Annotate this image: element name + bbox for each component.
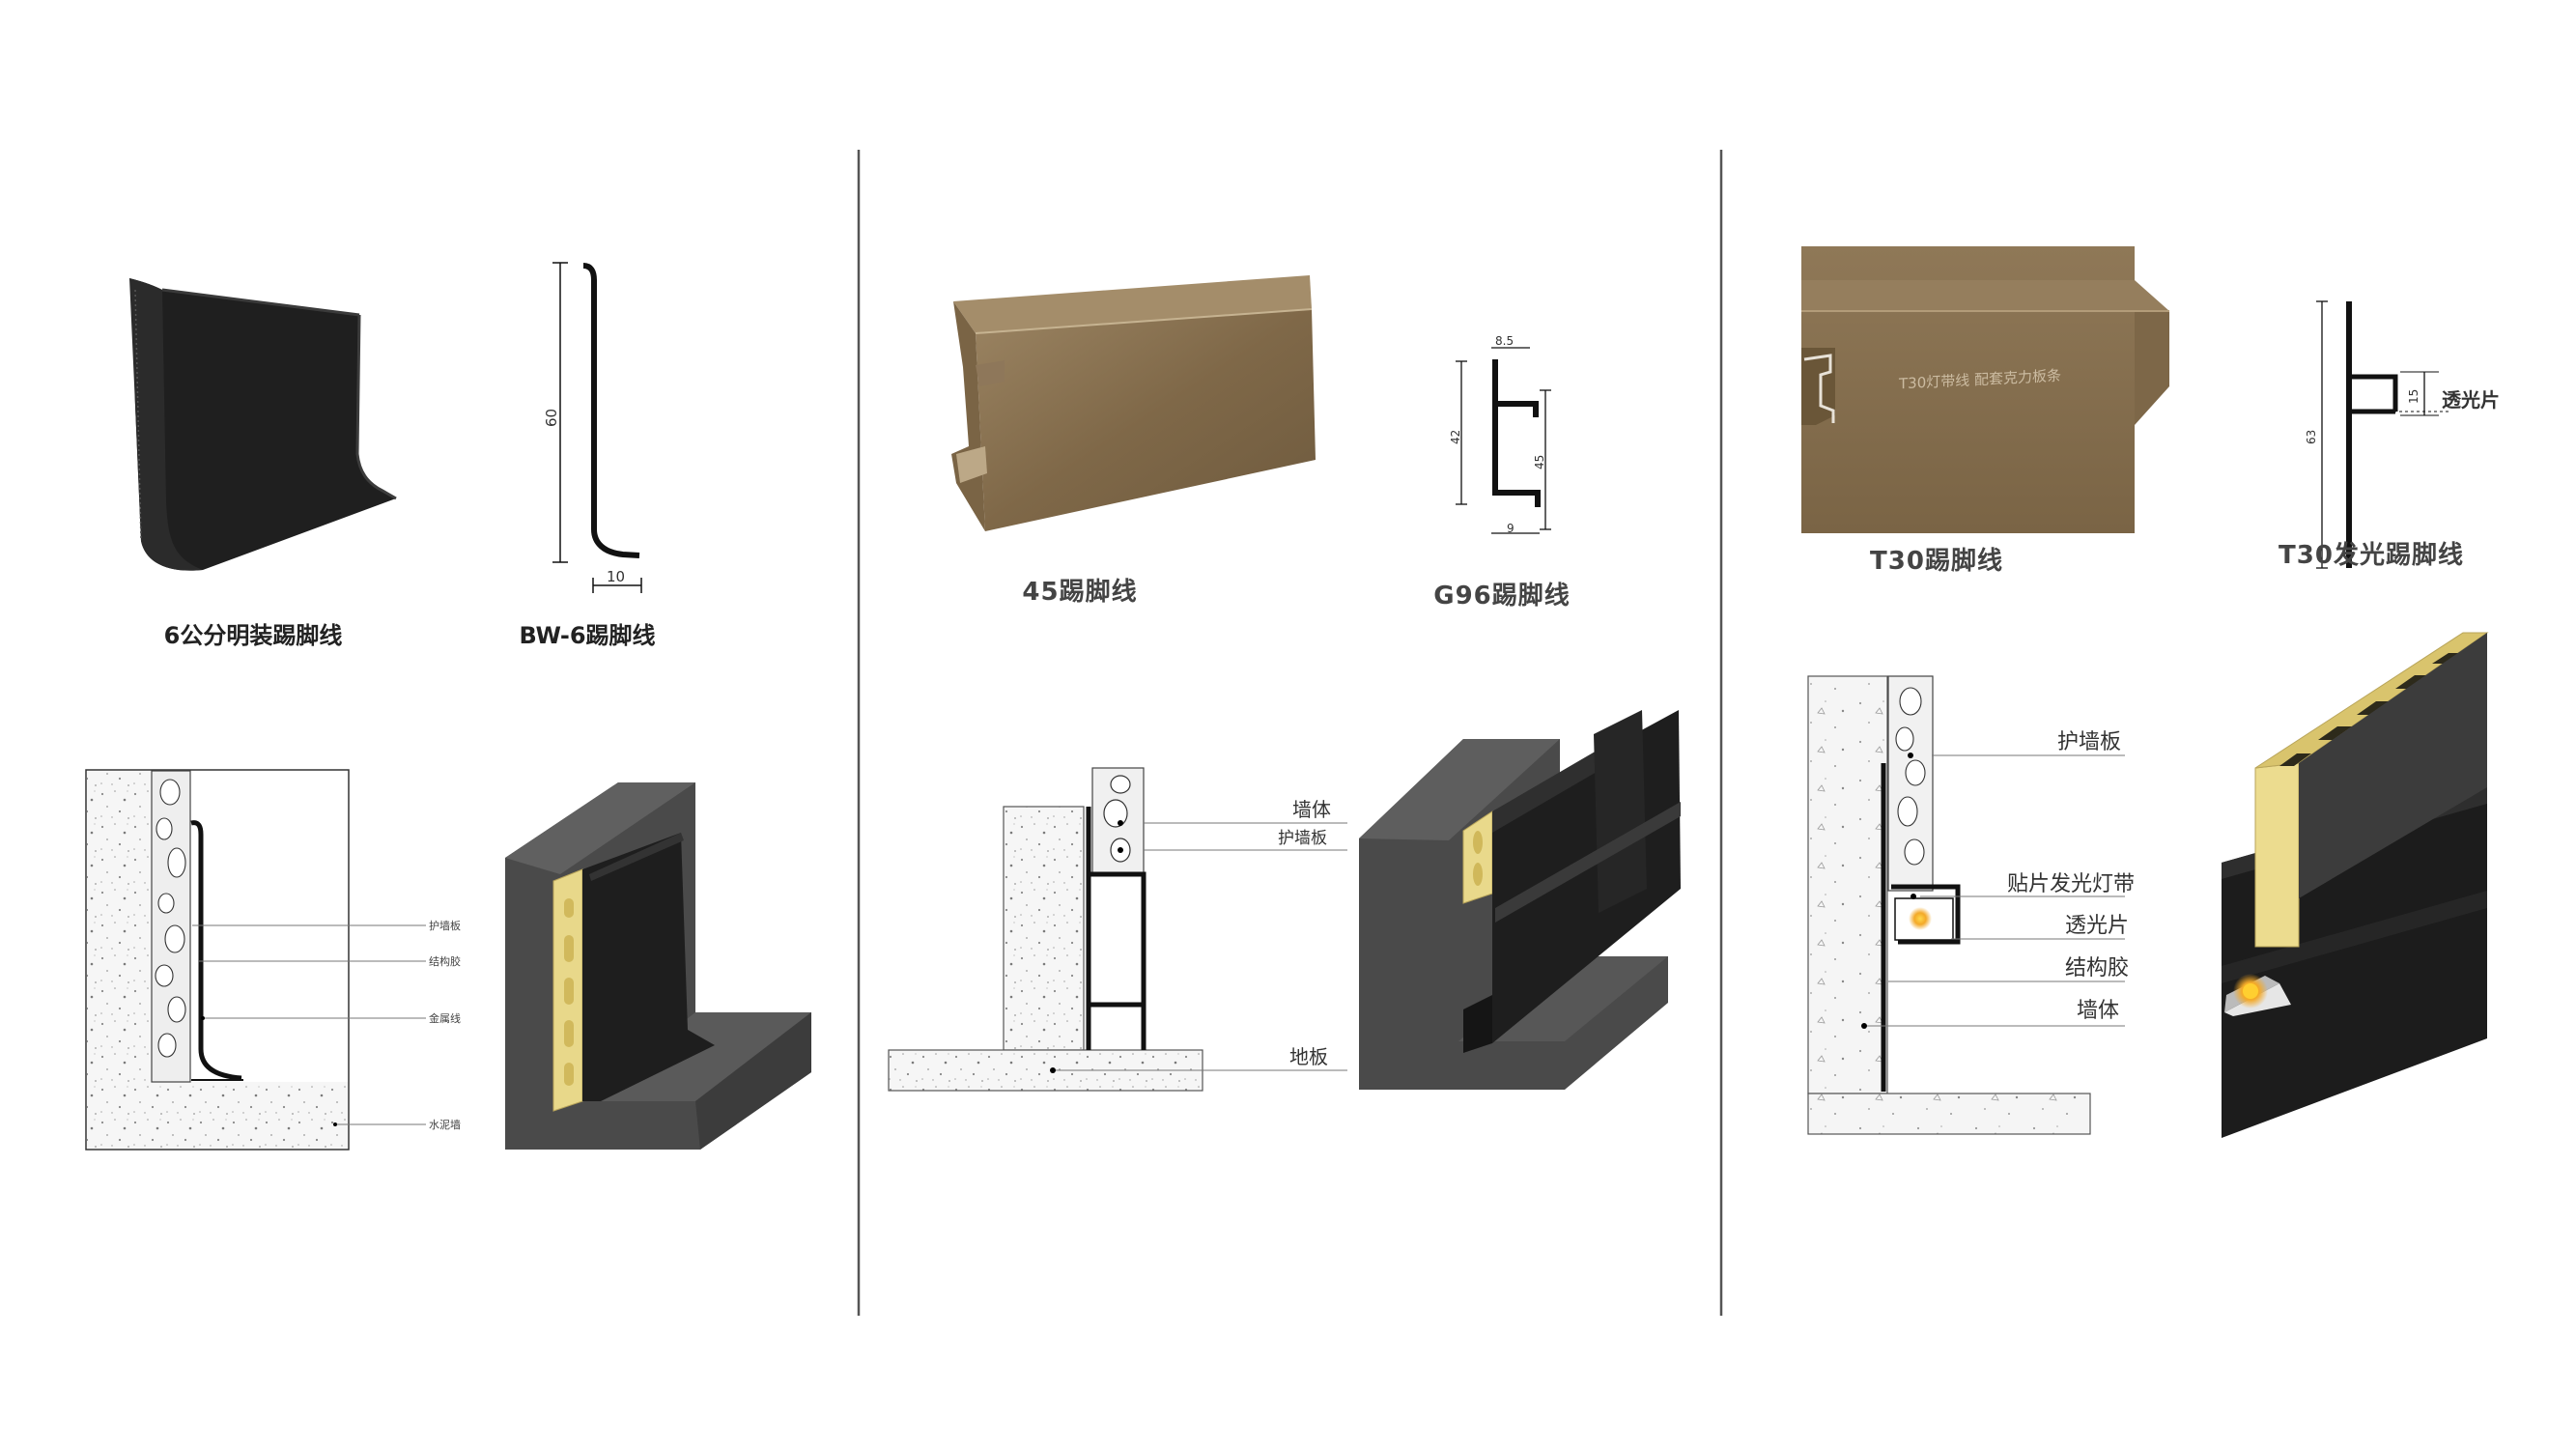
p1-profile-width: 10 xyxy=(607,568,626,585)
p3-profile-label-lens: 透光片 xyxy=(2442,388,2500,412)
p3-dim-lip: 15 xyxy=(2407,388,2420,404)
p1-profile-height: 60 xyxy=(543,408,560,427)
p2-3d-render xyxy=(1359,710,1681,1090)
p2-label-floor: 地板 xyxy=(1289,1045,1328,1068)
p1-profile-drawing xyxy=(552,262,642,593)
p2-product-caption: 45踢脚线 xyxy=(1022,578,1138,607)
p2-dim-top: 8.5 xyxy=(1495,334,1514,348)
p2-product-photo xyxy=(951,275,1316,531)
p1-label-adhesive: 结构胶 xyxy=(429,955,461,968)
p3-label-adhesive: 结构胶 xyxy=(2065,956,2130,980)
p3-label-led-strip: 贴片发光灯带 xyxy=(2007,872,2136,896)
p2-dim-right: 45 xyxy=(1533,454,1546,469)
p3-label-wall: 墙体 xyxy=(2077,999,2120,1023)
p1-section-drawing xyxy=(85,769,426,1151)
p3-3d-render xyxy=(2222,632,2489,1138)
p3-product-caption: T30踢脚线 xyxy=(1870,547,2003,576)
p1-label-metal-line: 金属线 xyxy=(429,1012,461,1025)
p2-label-wall: 墙体 xyxy=(1292,798,1331,821)
p1-label-wallboard: 护墙板 xyxy=(429,920,461,932)
p1-profile-caption: BW-6踢脚线 xyxy=(519,622,656,649)
p3-profile-drawing xyxy=(2316,300,2449,569)
p1-product-photo xyxy=(129,278,397,571)
p1-3d-render xyxy=(505,782,811,1150)
p2-dim-left: 42 xyxy=(1449,429,1462,444)
p2-section-drawing xyxy=(888,767,1347,1092)
p1-product-caption: 6公分明装踢脚线 xyxy=(163,622,343,649)
p2-profile-caption: G96踢脚线 xyxy=(1433,582,1571,611)
p3-label-lens: 透光片 xyxy=(2065,914,2130,938)
p3-dim-height: 63 xyxy=(2305,429,2318,444)
p1-label-cement-wall: 水泥墙 xyxy=(429,1119,461,1131)
p3-profile-caption: T30发光踢脚线 xyxy=(2279,541,2464,570)
p3-product-photo xyxy=(1801,246,2169,533)
p3-label-wallboard: 护墙板 xyxy=(2057,730,2122,754)
p2-profile-drawing xyxy=(1456,347,1551,534)
p3-section-drawing xyxy=(1807,675,2125,1135)
p2-dim-bottom: 9 xyxy=(1507,522,1514,535)
p2-label-wallboard: 护墙板 xyxy=(1278,829,1327,848)
